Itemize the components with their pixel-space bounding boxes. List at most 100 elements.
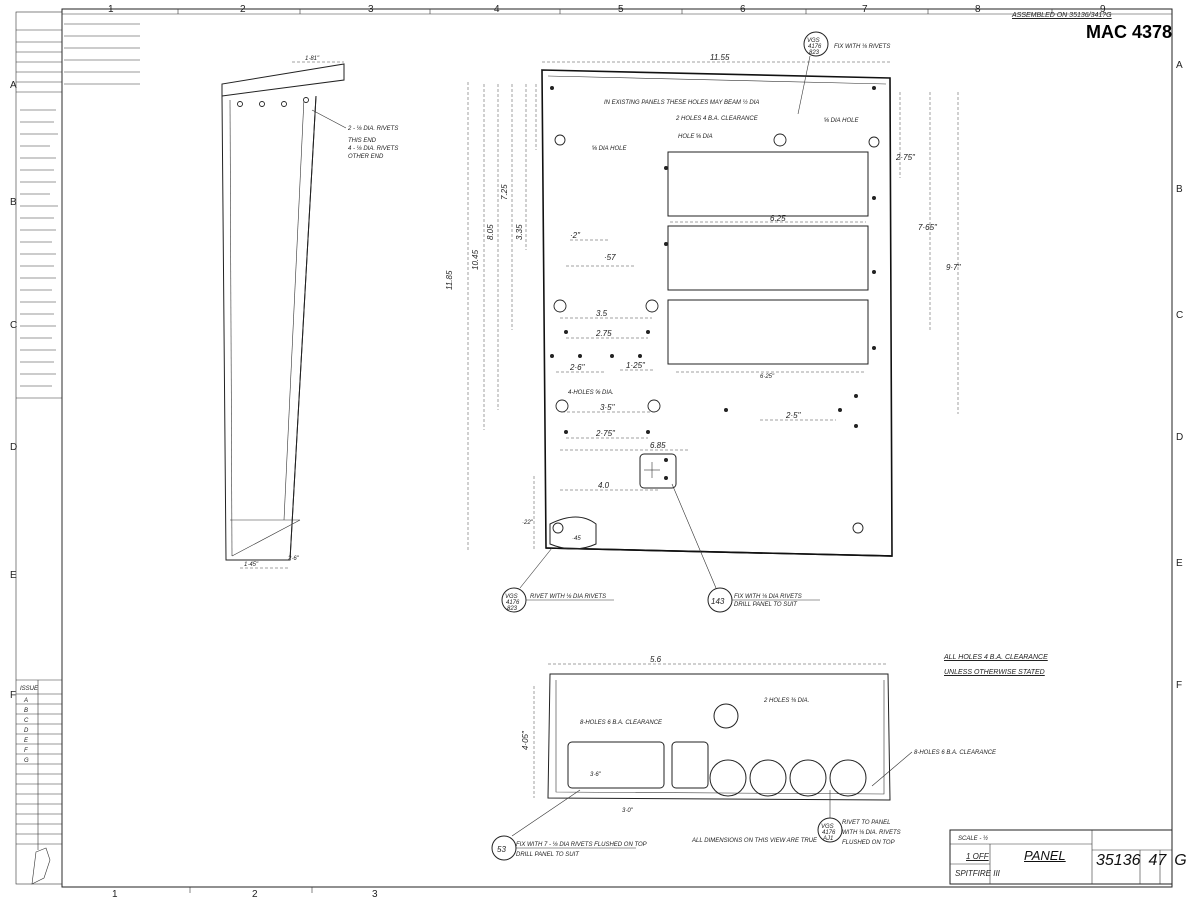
grid-row-d-right: D (1176, 432, 1183, 443)
side-grid-labels: A B C D E F A B C D E F (10, 60, 1183, 701)
svg-text:4176: 4176 (808, 44, 822, 50)
grid-row-f-right: F (1176, 680, 1182, 691)
svg-text:3·6": 3·6" (590, 772, 602, 778)
svg-text:3: 3 (372, 889, 378, 900)
svg-text:7·65": 7·65" (918, 223, 938, 232)
svg-text:FIX WITH ⅛ DIA RIVETS: FIX WITH ⅛ DIA RIVETS (734, 594, 802, 600)
svg-text:FIX WITH 7 - ⅛ DIA RIVETS FLUS: FIX WITH 7 - ⅛ DIA RIVETS FLUSHED ON TOP (516, 842, 647, 848)
svg-text:FLUSHED ON TOP: FLUSHED ON TOP (842, 840, 895, 846)
note-existing-panels: IN EXISTING PANELS THESE HOLES MAY BEAM … (604, 99, 759, 106)
quantity: 1 OFF (966, 852, 989, 861)
svg-text:·45: ·45 (572, 536, 581, 542)
bottom-view: 5.6 4·05" 8-HOLES 6 B.A. CLEARANCE 8-HOL… (521, 655, 997, 844)
svg-text:53: 53 (497, 845, 506, 854)
svg-text:2 HOLES 4 B.A. CLEARANCE: 2 HOLES 4 B.A. CLEARANCE (675, 116, 759, 122)
svg-text:RIVET WITH ⅛ DIA RIVETS: RIVET WITH ⅛ DIA RIVETS (530, 594, 606, 600)
drawing-number: 35136 47 G (1096, 852, 1187, 870)
top-grid-ticks (177, 9, 1053, 14)
grid-col-4: 4 (494, 4, 500, 15)
note-four-holes: 4-HOLES ⅝ DIA. (568, 390, 614, 396)
svg-text:823: 823 (507, 606, 518, 612)
svg-text:D: D (24, 728, 29, 734)
note-eight-holes-right: 8-HOLES 6 B.A. CLEARANCE (914, 750, 997, 756)
svg-text:AJ1: AJ1 (822, 836, 833, 842)
note-dimensions-true: ALL DIMENSIONS ON THIS VIEW ARE TRUE (691, 838, 818, 844)
svg-text:2: 2 (252, 889, 258, 900)
svg-text:5.6: 5.6 (650, 655, 662, 664)
assembled-note: ASSEMBLED ON 35136/341?G (1012, 12, 1112, 19)
svg-text:C: C (24, 718, 29, 724)
svg-text:9·7": 9·7" (946, 263, 962, 272)
issue-list (64, 23, 140, 85)
note-eight-holes: 8-HOLES 6 B.A. CLEARANCE (580, 720, 663, 726)
svg-text:DRILL PANEL TO SUIT: DRILL PANEL TO SUIT (734, 602, 798, 608)
aircraft: SPITFIRE III (955, 869, 1000, 878)
grid-row-f-left: F (10, 690, 16, 701)
svg-text:G: G (24, 758, 29, 764)
svg-text:VGS: VGS (821, 824, 834, 830)
top-grid-labels: 1 2 3 4 5 6 7 8 9 (108, 4, 1106, 15)
drawing-number-sheet: 47 (1148, 852, 1167, 869)
svg-text:1: 1 (112, 889, 118, 900)
svg-text:WITH ⅛ DIA. RIVETS: WITH ⅛ DIA. RIVETS (842, 830, 901, 836)
svg-text:143: 143 (711, 597, 725, 606)
svg-text:1·45": 1·45" (244, 562, 259, 568)
note-unless: UNLESS OTHERWISE STATED (944, 669, 1045, 676)
svg-text:11.85: 11.85 (445, 270, 454, 290)
svg-text:·57: ·57 (604, 253, 616, 262)
svg-text:2·6": 2·6" (287, 556, 300, 562)
svg-text:6.85: 6.85 (650, 441, 666, 450)
grid-row-a-right: A (1176, 60, 1183, 71)
grid-col-7: 7 (862, 4, 868, 15)
svg-text:E: E (24, 738, 29, 744)
general-holes-note: ALL HOLES 4 B.A. CLEARANCE UNLESS OTHERW… (944, 650, 1048, 680)
svg-text:1·25": 1·25" (626, 361, 646, 370)
svg-text:3.5: 3.5 (596, 309, 608, 318)
svg-text:3·5": 3·5" (600, 403, 616, 412)
grid-col-5: 5 (618, 4, 624, 15)
svg-text:FIX WITH ⅛ RIVETS: FIX WITH ⅛ RIVETS (834, 44, 890, 50)
svg-text:2·75": 2·75" (595, 429, 616, 438)
callout-vgs-823: VGS 4176 823 RIVET WITH ⅛ DIA RIVETS (501, 547, 614, 613)
svg-text:2.75: 2.75 (595, 329, 612, 338)
svg-text:4176: 4176 (506, 600, 520, 606)
svg-text:·22": ·22" (522, 520, 534, 526)
callout-53: 53 FIX WITH 7 - ⅛ DIA RIVETS FLUSHED ON … (491, 789, 647, 861)
svg-text:·2": ·2" (570, 231, 581, 240)
svg-text:7.25: 7.25 (500, 184, 509, 200)
svg-text:F: F (24, 748, 28, 754)
drawing-number-main: 35136 (1096, 852, 1141, 869)
grid-col-3: 3 (368, 4, 374, 15)
svg-text:2·75": 2·75" (895, 153, 916, 162)
svg-text:11.55: 11.55 (710, 53, 730, 62)
callout-vgs-aj1: VGS 4176 AJ1 RIVET TO PANEL WITH ⅛ DIA. … (817, 790, 901, 846)
grid-col-2: 2 (240, 4, 246, 15)
grid-row-b-right: B (1176, 184, 1183, 195)
part-title: PANEL (1024, 848, 1066, 863)
note-all-holes: ALL HOLES 4 B.A. CLEARANCE (944, 654, 1048, 661)
revision-strip: ISSUE A B C D E F G (15, 11, 63, 885)
svg-text:6·25": 6·25" (760, 374, 775, 380)
svg-text:4.0: 4.0 (598, 481, 610, 490)
grid-row-d-left: D (10, 442, 17, 453)
svg-text:RIVET TO PANEL: RIVET TO PANEL (842, 820, 890, 826)
grid-row-b-left: B (10, 197, 17, 208)
grid-row-c-right: C (1176, 310, 1183, 321)
svg-text:VGS: VGS (807, 38, 820, 44)
svg-text:3.35: 3.35 (515, 224, 524, 240)
svg-text:DRILL PANEL TO SUIT: DRILL PANEL TO SUIT (516, 852, 580, 858)
grid-col-8: 8 (975, 4, 981, 15)
svg-text:⅝ DIA HOLE: ⅝ DIA HOLE (592, 146, 627, 152)
svg-text:8.05: 8.05 (486, 224, 495, 240)
svg-text:1·81": 1·81" (305, 56, 320, 62)
svg-text:⅝ DIA HOLE: ⅝ DIA HOLE (824, 118, 859, 124)
svg-text:2·5": 2·5" (785, 411, 802, 420)
revision-table-header: ISSUE (20, 686, 39, 692)
sheet-border (61, 8, 1173, 888)
note-two-holes: 2 HOLES ⅜ DIA. (763, 698, 809, 704)
callout-143: 143 FIX WITH ⅛ DIA RIVETS DRILL PANEL TO… (671, 483, 820, 613)
grid-col-9: 9 (1100, 4, 1106, 15)
grid-col-1: 1 (108, 4, 114, 15)
drawing-number-issue: G (1174, 852, 1187, 869)
